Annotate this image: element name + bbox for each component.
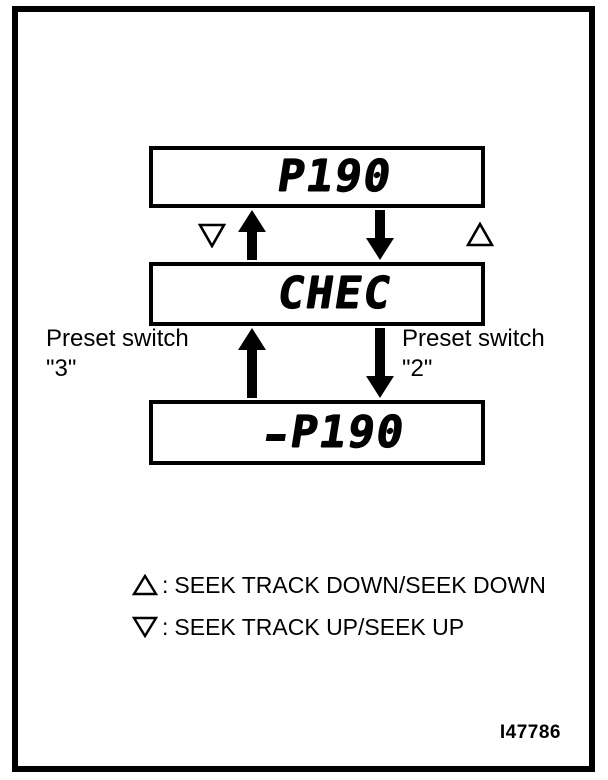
seven-segment-text-top: P190: [273, 151, 396, 202]
preset-switch-left-text: Preset switch: [46, 325, 189, 352]
arrow-head: [238, 210, 266, 232]
arrow-head: [366, 376, 394, 398]
display-readout-top: P190: [153, 136, 481, 218]
seven-segment-value-bottom: P190: [286, 406, 409, 458]
arrow-shaft: [375, 328, 385, 380]
preset-switch-label-left: Preset switch "3": [46, 324, 189, 384]
preset-switch-right-number: "2": [402, 355, 433, 382]
legend-row-seek-down: : SEEK TRACK DOWN/SEEK DOWN: [130, 568, 546, 602]
legend-label-seek-up: SEEK TRACK UP/SEEK UP: [174, 614, 465, 640]
preset-switch-left-number: "3": [46, 355, 77, 382]
triangle-up-icon: [466, 222, 494, 248]
legend-row-seek-up: : SEEK TRACK UP/SEEK UP: [130, 610, 546, 644]
legend: : SEEK TRACK DOWN/SEEK DOWN : SEEK TRACK…: [130, 568, 546, 652]
seven-segment-text-bottom: P190: [261, 406, 409, 458]
triangle-up-icon: [130, 574, 160, 596]
preset-switch-right-text: Preset switch: [402, 325, 545, 352]
legend-separator: :: [162, 613, 169, 640]
arrow-shaft: [247, 228, 257, 260]
arrow-shaft: [247, 346, 257, 398]
display-panel-top: P190: [149, 146, 485, 208]
arrow-shaft: [375, 210, 385, 242]
arrow-head: [366, 238, 394, 260]
figure-reference-code: I47786: [499, 722, 561, 743]
display-panel-bottom: P190: [149, 400, 485, 465]
triangle-down-icon: [198, 222, 226, 248]
triangle-down-icon: [130, 616, 160, 638]
seven-segment-text-middle: CHEC: [273, 268, 396, 319]
display-panel-middle: CHEC: [149, 262, 485, 326]
display-readout-bottom: P190: [153, 392, 481, 474]
display-readout-middle: CHEC: [153, 253, 481, 335]
preset-switch-label-right: Preset switch "2": [402, 324, 545, 384]
legend-separator: :: [162, 571, 169, 598]
arrow-head: [238, 328, 266, 350]
figure-frame: P190 CHEC P190: [12, 6, 595, 772]
legend-label-seek-down: SEEK TRACK DOWN/SEEK DOWN: [174, 572, 546, 598]
